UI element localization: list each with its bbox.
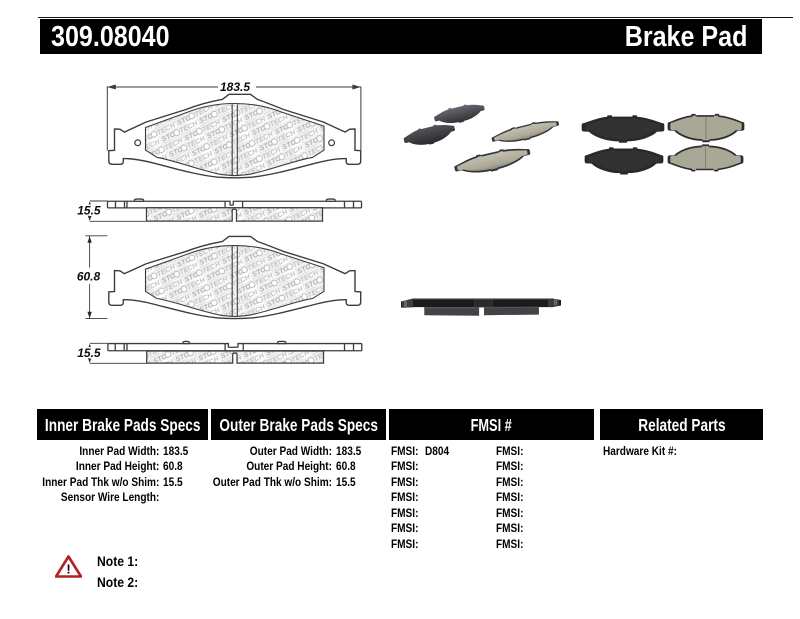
svg-text:183.5: 183.5 xyxy=(220,80,250,94)
svg-text:15.5: 15.5 xyxy=(77,204,101,218)
svg-text:!: ! xyxy=(66,562,70,577)
svg-text:15.5: 15.5 xyxy=(77,346,101,360)
svg-text:60.8: 60.8 xyxy=(77,270,101,284)
